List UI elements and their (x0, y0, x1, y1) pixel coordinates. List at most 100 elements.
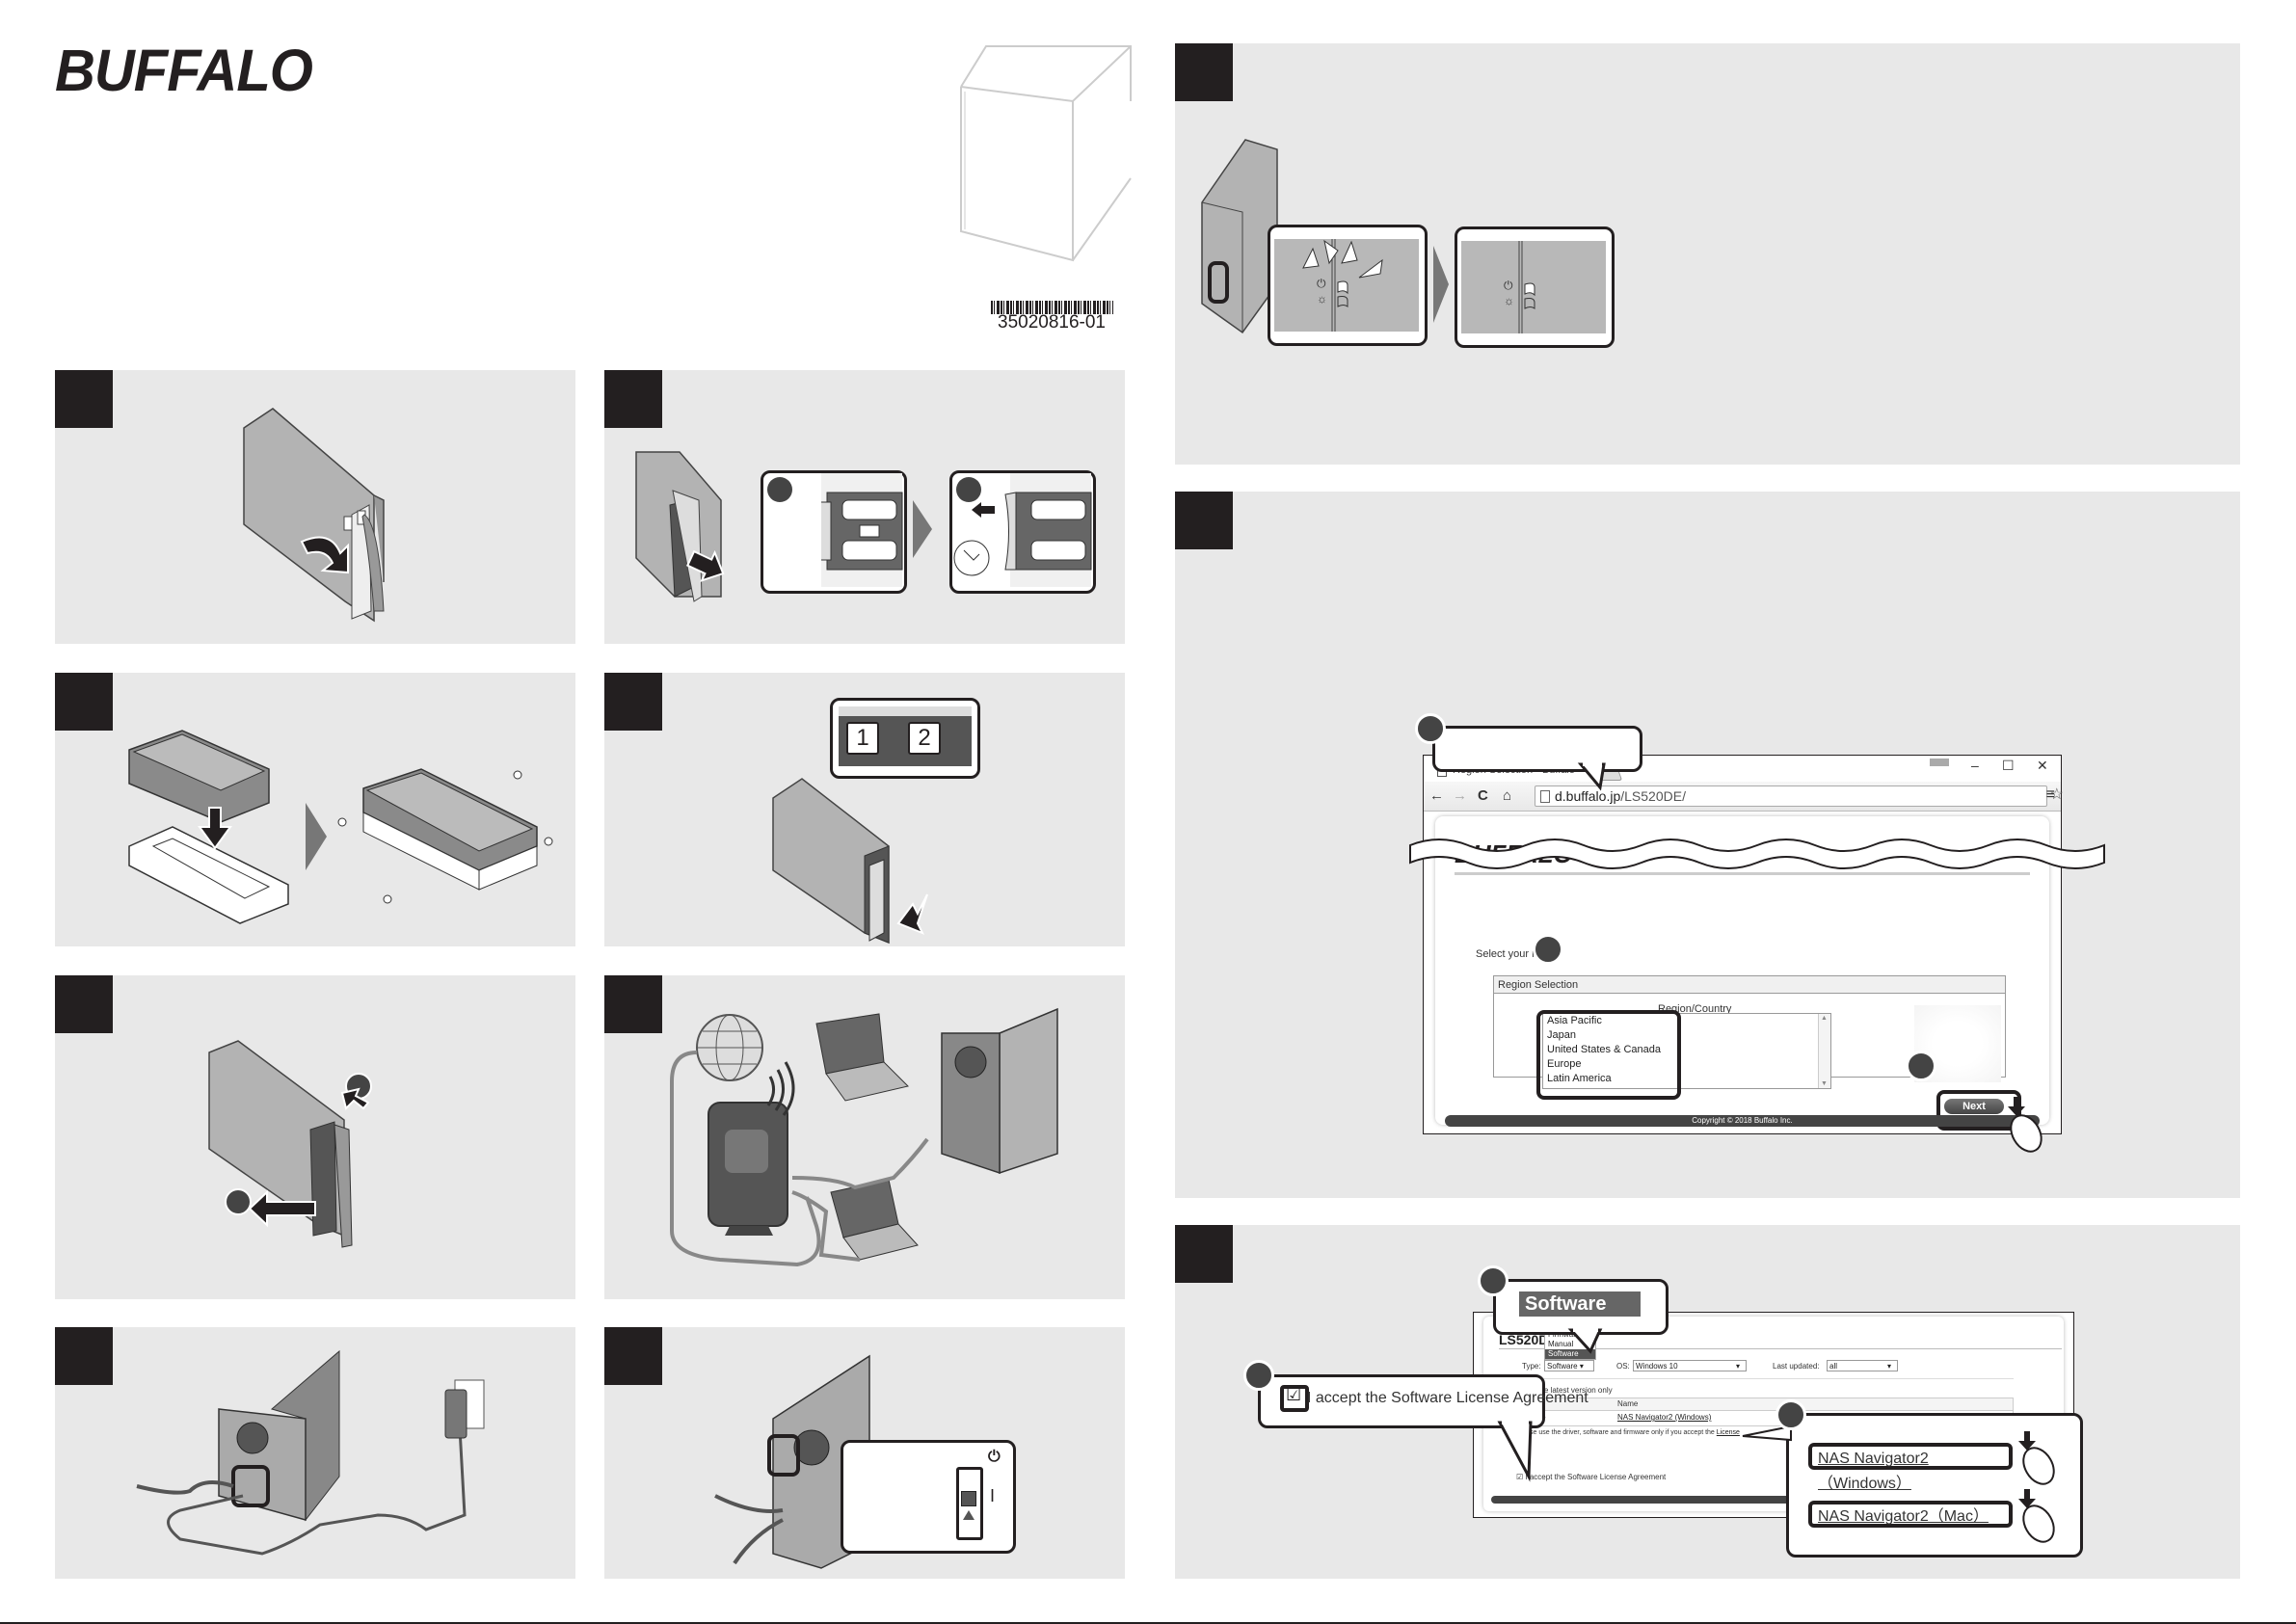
product-title: LS520D (1499, 1332, 1549, 1347)
download-links-callout: NAS Navigator2（Windows） NAS Navigator2（M… (1786, 1413, 2083, 1557)
led-highlight (1208, 261, 1229, 304)
arrow-icon (340, 1087, 370, 1110)
step-9-marker (1175, 43, 1233, 101)
step-3-marker (55, 673, 113, 731)
callout-dot-1 (225, 1188, 252, 1215)
callout-pointer-line (1742, 1424, 1792, 1442)
back-button[interactable]: ← (1429, 787, 1444, 804)
reload-button[interactable]: C (1478, 787, 1488, 804)
nas-open-cover-illustration (243, 408, 385, 623)
browser-toolbar: ← → C ⌂ d.buffalo.jp/LS520DE/ ☆ ≡ (1424, 782, 2064, 812)
globe-icon (696, 1014, 763, 1081)
region-option[interactable]: Japan (1547, 1029, 1576, 1041)
info-led-glyph: ☼ (1504, 294, 1514, 307)
blink-ray-icon (1323, 239, 1339, 265)
step-10-marker (1175, 492, 1233, 549)
step-5-panel (55, 975, 575, 1299)
power-switch-icon[interactable] (956, 1467, 983, 1540)
callout-pointer (1577, 762, 1606, 791)
checkbox-checked-icon[interactable]: ☑ (1286, 1385, 1302, 1404)
region-listbox[interactable]: Asia Pacific Japan United States & Canad… (1542, 1013, 1831, 1089)
minimize-button[interactable]: – (1971, 758, 1979, 773)
tray-latch-icon (821, 473, 903, 587)
type-select[interactable]: Software ▾ (1544, 1360, 1594, 1371)
download-windows-link[interactable]: NAS Navigator2（Windows） (1808, 1443, 2013, 1492)
part-number: 35020816-01 (998, 312, 1106, 333)
browser-window: Region Selection - Buffalo – ☐ ✕ ← → C ⌂… (1409, 755, 2105, 1153)
page-footer: Copyright © 2018 Buffalo Inc. (1445, 1115, 2040, 1127)
power-on-icon: I (990, 1486, 996, 1505)
product-outline-illustration (960, 45, 1132, 262)
arrow-up-icon (963, 1510, 974, 1520)
nas-insert-trays-illustration (772, 778, 928, 945)
buffalo-logo: BUFFALO (55, 38, 313, 104)
power-switch-highlight (767, 1434, 800, 1477)
accept-checkbox-highlight[interactable] (1280, 1385, 1309, 1412)
download-mac-link[interactable]: NAS Navigator2（Mac） (1808, 1501, 2013, 1528)
led-blinking-callout: ⏻ ☼ (1268, 225, 1428, 346)
forward-button[interactable]: → (1453, 787, 1467, 804)
led-solid-icon: ⏻ ☼ (1461, 241, 1606, 333)
arrow-icon (685, 549, 725, 583)
network-diagram-illustration (670, 1007, 1058, 1267)
step-5-marker (55, 975, 113, 1033)
page-header-rule (1455, 872, 2030, 875)
address-callout (1432, 726, 1642, 772)
region-option[interactable]: Europe (1547, 1058, 1582, 1070)
step-6-marker (604, 975, 662, 1033)
accept-checkbox-row[interactable]: ☑ I accept the Software License Agreemen… (1516, 1473, 1666, 1481)
step-4-panel: 1 2 (604, 673, 1125, 946)
scroll-down-icon[interactable]: ▼ (1821, 1080, 1828, 1087)
row-name-link[interactable]: NAS Navigator2 (Windows) (1617, 1413, 1712, 1422)
wifi-icon (766, 1061, 795, 1116)
last-updated-select[interactable]: all▾ (1827, 1360, 1898, 1371)
page-bottom-rule (0, 1622, 2296, 1624)
tray-release-icon (953, 473, 1092, 587)
type-label: Type: (1522, 1362, 1541, 1371)
page-cut-wave (1409, 839, 2105, 869)
callout-dot-step11-3 (1775, 1399, 1806, 1430)
region-option[interactable]: Latin America (1547, 1073, 1612, 1084)
arrow-icon (896, 893, 928, 935)
home-button[interactable]: ⌂ (1503, 787, 1512, 804)
next-button[interactable]: Next (1944, 1099, 2004, 1114)
url-host: d.buffalo.jp (1555, 788, 1621, 804)
os-select-value: Windows 10 (1636, 1362, 1678, 1371)
region-selection-box: Region Selection Region/Country Asia Pac… (1493, 975, 2006, 1100)
scroll-up-icon[interactable]: ▲ (1821, 1015, 1828, 1022)
step-1-panel (55, 370, 575, 644)
step-6-panel (604, 975, 1125, 1299)
barcode (991, 301, 1113, 314)
listbox-scrollbar[interactable]: ▲ ▼ (1818, 1014, 1830, 1088)
nas-close-cover-illustration (208, 1040, 372, 1248)
accept-callout-label: I accept the Software License Agreement (1307, 1390, 1589, 1406)
latest-only-checkbox-label[interactable]: Show the latest version only (1516, 1386, 1613, 1395)
callout-dot-step11-1 (1478, 1265, 1508, 1296)
mouse-click-icon (2018, 1431, 2055, 1485)
chevron-down-icon: ▾ (1579, 1362, 1584, 1371)
license-link[interactable]: License (1716, 1429, 1740, 1436)
menu-icon[interactable]: ≡ (2045, 786, 2055, 803)
type-select-value: Software (1547, 1362, 1578, 1371)
ac-adapter-illustration (136, 1349, 485, 1556)
wall-outlet-icon (444, 1379, 485, 1439)
nas-tray-pull-illustration (635, 451, 725, 602)
region-list-highlight (1536, 1010, 1681, 1100)
checkbox-checked-icon[interactable]: ☑ (1516, 1473, 1524, 1481)
maximize-button[interactable]: ☐ (2002, 758, 2015, 773)
bay-number-callout: 1 2 (830, 698, 980, 779)
os-select[interactable]: Windows 10▾ (1633, 1360, 1747, 1371)
led-solid-callout: ⏻ ☼ (1455, 226, 1615, 348)
callout-dot-step10-3 (1906, 1051, 1936, 1081)
address-bar[interactable]: d.buffalo.jp/LS520DE/ ☆ (1535, 785, 2064, 807)
callout-pointer (1567, 1328, 1603, 1354)
software-type-callout: Software (1493, 1279, 1669, 1335)
region-option[interactable]: United States & Canada (1547, 1044, 1662, 1055)
bookmark-star-icon[interactable]: ☆ (2049, 786, 2064, 803)
type-option[interactable]: Manual (1548, 1340, 1574, 1348)
arrow-left-icon (248, 1189, 316, 1228)
chevron-right-icon (306, 803, 327, 870)
region-option[interactable]: Asia Pacific (1547, 1015, 1602, 1026)
type-option-selected[interactable]: Software (1545, 1349, 1595, 1359)
close-button[interactable]: ✕ (2037, 758, 2048, 773)
